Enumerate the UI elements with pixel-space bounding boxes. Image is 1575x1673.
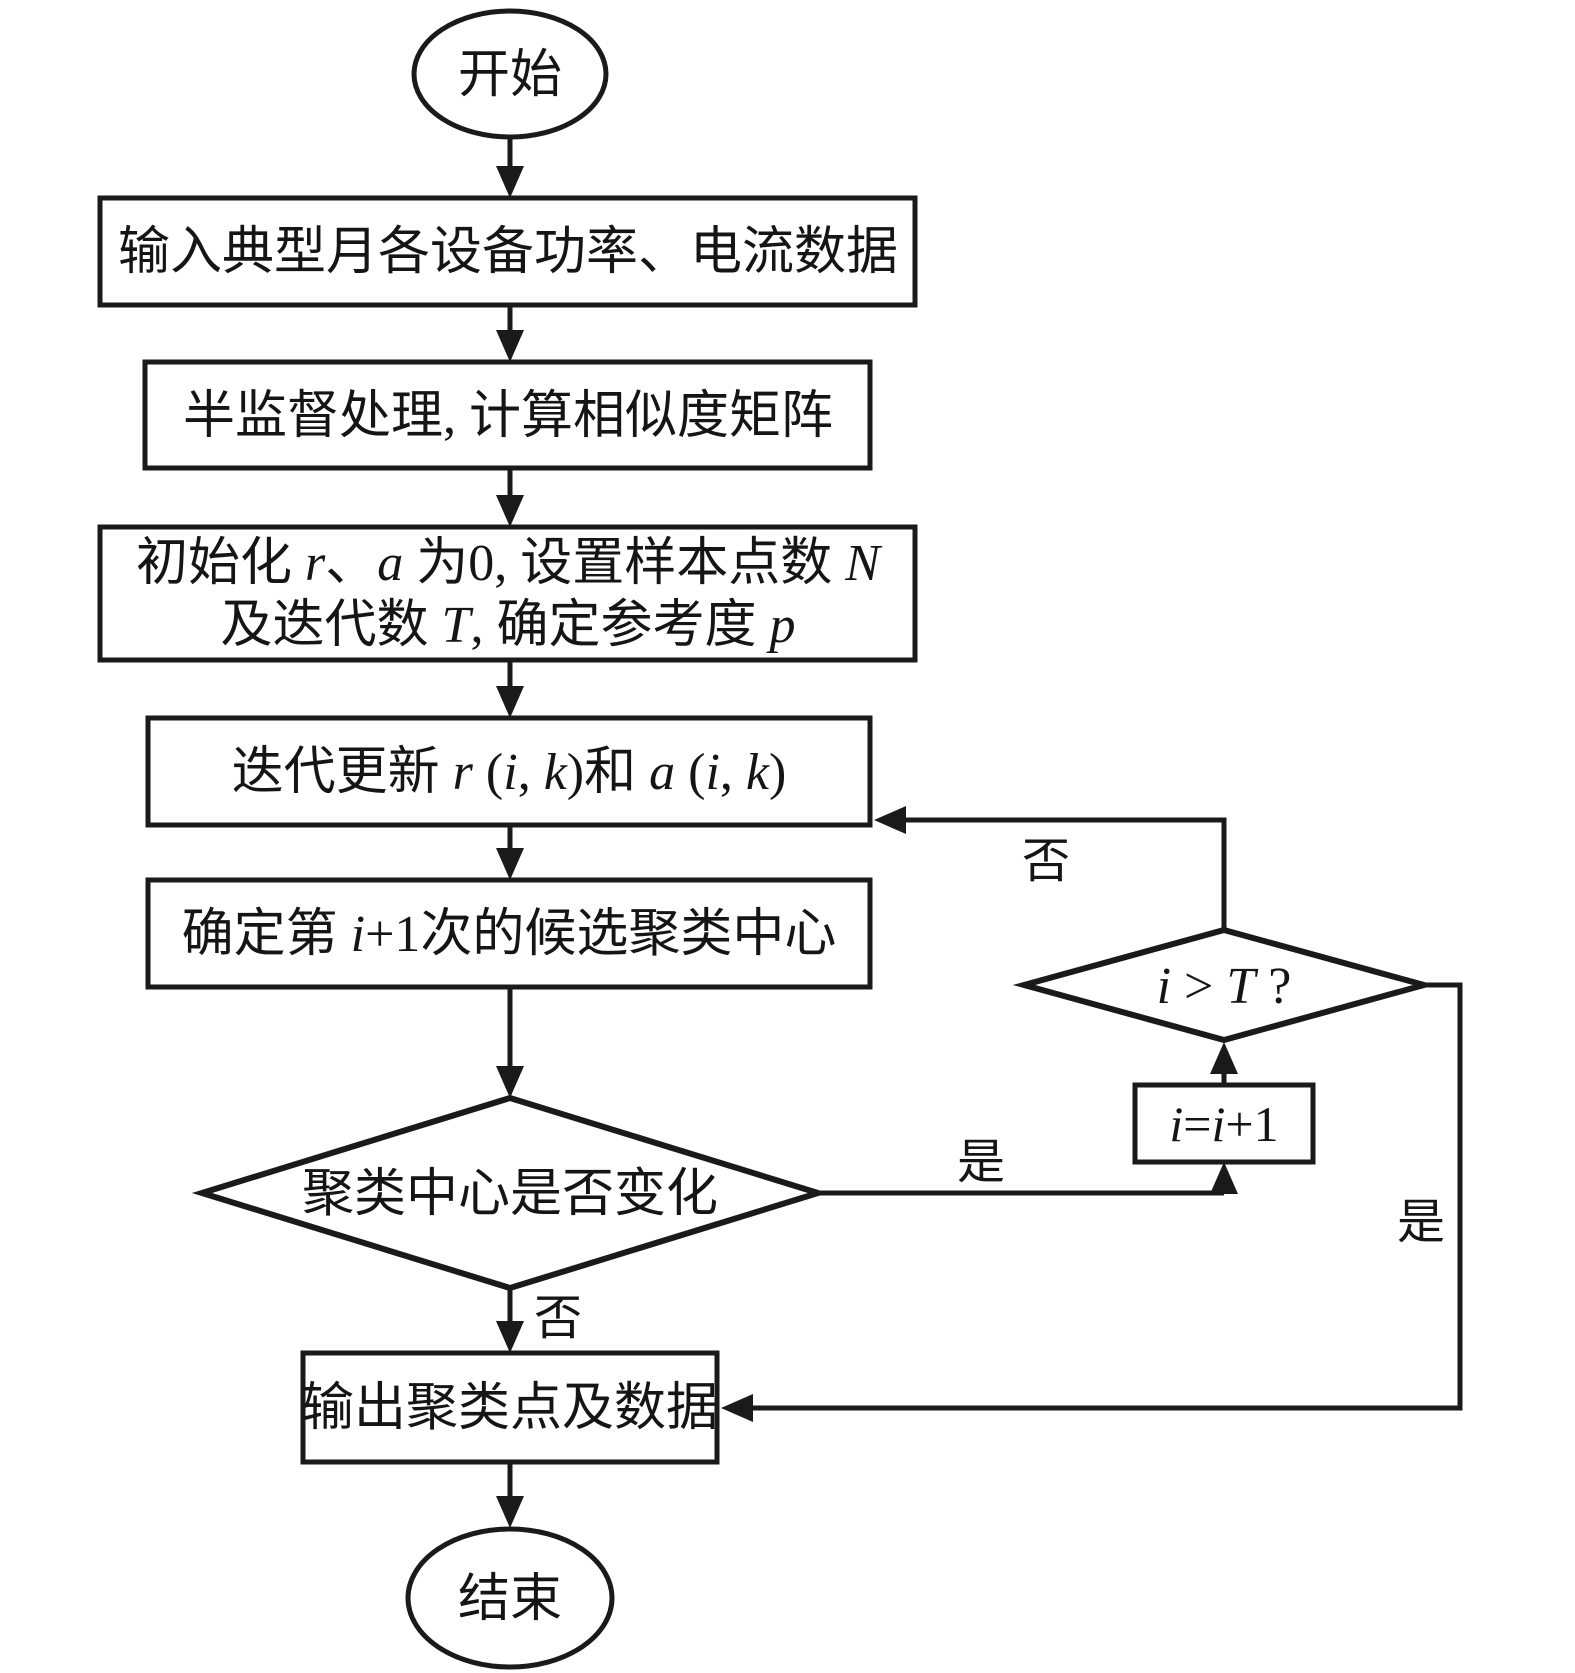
candidate-center-label: 确定第 i+1次的候选聚类中心	[182, 906, 837, 963]
end-node	[405, 1526, 615, 1670]
init-text-5: , 确定参考度	[470, 597, 769, 654]
var-i: i	[1157, 958, 1171, 1015]
var-k: k	[544, 744, 568, 801]
update-text-6: ,	[720, 744, 746, 801]
similarity-matrix-label: 半监督处理, 计算相似度矩阵	[183, 388, 833, 445]
edge-label-no-return: 否	[1022, 835, 1070, 888]
init-text-4: 及迭代数	[221, 597, 442, 654]
arrowhead-increment-to-check	[1210, 1042, 1238, 1074]
increment-box	[1132, 1082, 1316, 1165]
arrowhead-input-to-similarity	[496, 330, 524, 362]
arrowhead-similarity-to-init	[496, 495, 524, 527]
output-box	[300, 1350, 720, 1465]
candidate-text-1: 确定第	[182, 906, 351, 963]
edge-check-no-loop	[906, 817, 1227, 930]
edge-label-yes-increment: 是	[957, 1136, 1005, 1189]
update-text-3: ,	[518, 744, 544, 801]
iter-check-op: >	[1171, 958, 1226, 1015]
var-i: i	[1169, 1096, 1183, 1152]
init-params-line2: 及迭代数 T, 确定参考度 p	[221, 597, 796, 654]
var-i: i	[503, 744, 517, 801]
var-i: i	[1212, 1096, 1226, 1152]
arrowhead-candidate-to-decision	[496, 1066, 524, 1098]
update-text-7: )	[769, 744, 786, 801]
var-k: k	[746, 744, 770, 801]
iter-limit-diamond	[1012, 926, 1436, 1044]
arrowhead-output-to-end	[496, 1496, 524, 1528]
increment-text-1: =	[1183, 1096, 1211, 1152]
end-label: 结束	[458, 1571, 562, 1628]
update-text-4: )和	[567, 744, 649, 801]
output-label: 输出聚类点及数据	[302, 1380, 718, 1437]
iter-check-q: ?	[1255, 958, 1291, 1015]
var-a: a	[377, 535, 403, 592]
init-params-line1: 初始化 r、a 为0, 设置样本点数 N	[136, 535, 883, 592]
var-r: r	[453, 744, 474, 801]
arrowhead-yes-to-increment	[1210, 1162, 1238, 1194]
edge-label-no-output: 否	[534, 1292, 582, 1345]
iter-limit-label: i > T ?	[1157, 958, 1292, 1015]
var-N: N	[844, 535, 883, 592]
arrowhead-yes-to-output	[721, 1394, 753, 1422]
start-label: 开始	[458, 47, 562, 104]
init-text-3: 为0, 设置样本点数	[403, 535, 845, 592]
var-p: p	[765, 597, 795, 654]
var-i: i	[705, 744, 719, 801]
increment-label: i=i+1	[1169, 1096, 1278, 1152]
update-text-1: 迭代更新	[232, 744, 453, 801]
arrowhead-init-to-update	[496, 686, 524, 718]
arrowhead-decision-to-output	[496, 1321, 524, 1353]
input-data-box	[97, 195, 918, 308]
var-r: r	[305, 535, 326, 592]
candidate-center-box	[145, 877, 873, 990]
iterate-update-label: 迭代更新 r (i, k)和 a (i, k)	[232, 744, 787, 801]
arrowhead-start-to-input	[496, 166, 524, 198]
update-text-5: (	[675, 744, 705, 801]
var-i: i	[351, 906, 365, 963]
update-text-2: (	[473, 744, 503, 801]
increment-text-2: +1	[1225, 1096, 1278, 1152]
candidate-text-2: +1次的候选聚类中心	[365, 906, 836, 963]
init-text-1: 初始化	[136, 535, 305, 592]
center-changed-label: 聚类中心是否变化	[302, 1166, 718, 1223]
init-params-box	[97, 524, 918, 663]
var-T: T	[1226, 958, 1258, 1015]
edge-check-yes-path	[753, 982, 1463, 1411]
var-T: T	[442, 597, 474, 654]
arrowhead-update-to-candidate	[496, 848, 524, 880]
var-a: a	[649, 744, 675, 801]
init-text-2: 、	[325, 535, 377, 592]
input-data-label: 输入典型月各设备功率、电流数据	[118, 224, 898, 281]
arrowhead-no-to-update	[874, 806, 906, 834]
edge-label-yes-output: 是	[1397, 1196, 1445, 1249]
